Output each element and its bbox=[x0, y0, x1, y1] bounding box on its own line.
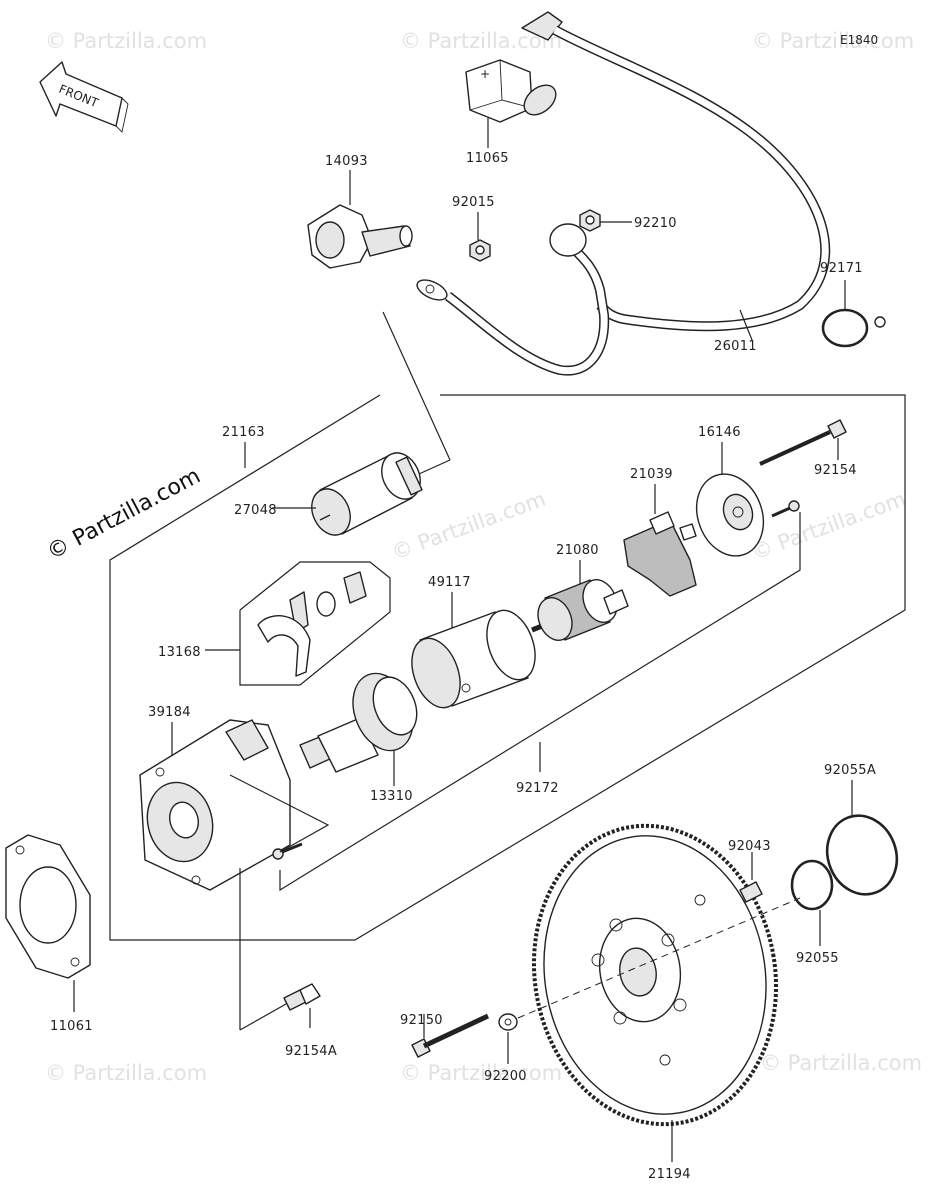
part-label-92154: 92154 bbox=[814, 463, 857, 478]
screw-part bbox=[771, 500, 800, 518]
armature-part bbox=[531, 579, 629, 641]
part-label-21163: 21163 bbox=[222, 425, 265, 440]
part-label-92171: 92171 bbox=[820, 261, 863, 276]
part-label-21194: 21194 bbox=[648, 1167, 691, 1182]
o-ring-part-large bbox=[825, 814, 899, 896]
brush-holder-part bbox=[623, 511, 697, 597]
nut-part-92015 bbox=[469, 239, 491, 262]
part-label-16146: 16146 bbox=[698, 425, 741, 440]
watermark-text: © Partzilla.com bbox=[45, 1061, 207, 1085]
part-label-11061: 11061 bbox=[50, 1019, 93, 1034]
dowel-pin-part bbox=[739, 881, 763, 903]
part-label-11065: 11065 bbox=[466, 151, 509, 166]
watermarks: © Partzilla.com © Partzilla.com © Partzi… bbox=[43, 29, 922, 1085]
end-cover-part bbox=[695, 473, 765, 557]
watermark-text: © Partzilla.com bbox=[45, 29, 207, 53]
part-label-92150: 92150 bbox=[400, 1013, 443, 1028]
watermark-text: © Partzilla.com bbox=[749, 487, 909, 565]
part-label-26011: 26011 bbox=[714, 339, 757, 354]
watermark-text: © Partzilla.com bbox=[752, 29, 914, 53]
part-label-13310: 13310 bbox=[370, 789, 413, 804]
watermark-text: © Partzilla.com bbox=[389, 487, 549, 565]
nut-part-92210 bbox=[579, 209, 601, 232]
front-housing-part bbox=[139, 719, 291, 891]
cable-clamp-part bbox=[821, 308, 886, 348]
terminal-boot-part bbox=[307, 204, 413, 269]
part-label-92043: 92043 bbox=[728, 839, 771, 854]
part-label-13168: 13168 bbox=[158, 645, 201, 660]
front-arrow-icon: FRONT bbox=[39, 61, 129, 133]
part-label-92200: 92200 bbox=[484, 1069, 527, 1084]
part-label-39184: 39184 bbox=[148, 705, 191, 720]
part-label-21039: 21039 bbox=[630, 467, 673, 482]
part-label-92210: 92210 bbox=[634, 216, 677, 231]
solenoid-part bbox=[311, 452, 423, 536]
through-bolt-part bbox=[759, 419, 847, 466]
pinion-clutch-part bbox=[299, 672, 418, 773]
o-ring-part bbox=[790, 859, 834, 911]
plus-sign-icon: + bbox=[480, 67, 490, 81]
yoke-part bbox=[411, 609, 536, 709]
part-label-14093: 14093 bbox=[325, 154, 368, 169]
terminal-cover-part: + bbox=[465, 59, 557, 123]
part-label-27048: 27048 bbox=[234, 503, 277, 518]
bolt-part-92154A bbox=[283, 983, 321, 1011]
watermark-logo-text: © Partzilla.com bbox=[43, 464, 205, 566]
gasket-part bbox=[5, 834, 91, 979]
part-label-21080: 21080 bbox=[556, 543, 599, 558]
lever-kit-part bbox=[239, 561, 391, 686]
bolt-part-92150 bbox=[411, 1013, 490, 1058]
washer-part bbox=[498, 1013, 518, 1031]
part-label-92172: 92172 bbox=[516, 781, 559, 796]
part-label-92015: 92015 bbox=[452, 195, 495, 210]
diagram-code: E1840 bbox=[840, 33, 878, 47]
ring-gear-part bbox=[531, 823, 779, 1127]
part-label-92055: 92055 bbox=[796, 951, 839, 966]
battery-cable-part bbox=[521, 11, 831, 332]
part-label-49117: 49117 bbox=[428, 575, 471, 590]
watermark-text: © Partzilla.com bbox=[400, 1061, 562, 1085]
part-label-92055A: 92055A bbox=[824, 763, 876, 778]
starter-cable-part bbox=[416, 223, 610, 376]
watermark-text: © Partzilla.com bbox=[760, 1051, 922, 1075]
part-label-92154A: 92154A bbox=[285, 1044, 337, 1059]
